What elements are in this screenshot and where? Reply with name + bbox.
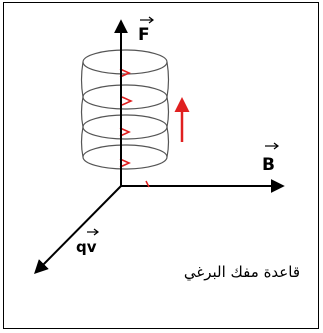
force-label: F (138, 25, 150, 45)
coil-direction-marks (119, 68, 133, 168)
charge-velocity-label: qv (76, 238, 97, 256)
figure-caption: قاعدة مفك البرغي (183, 263, 300, 281)
origin-mark (145, 180, 150, 188)
field-label: B (262, 155, 275, 175)
figure-frame (3, 2, 319, 329)
velocity-axis (34, 185, 122, 274)
helix-coil (80, 49, 170, 170)
